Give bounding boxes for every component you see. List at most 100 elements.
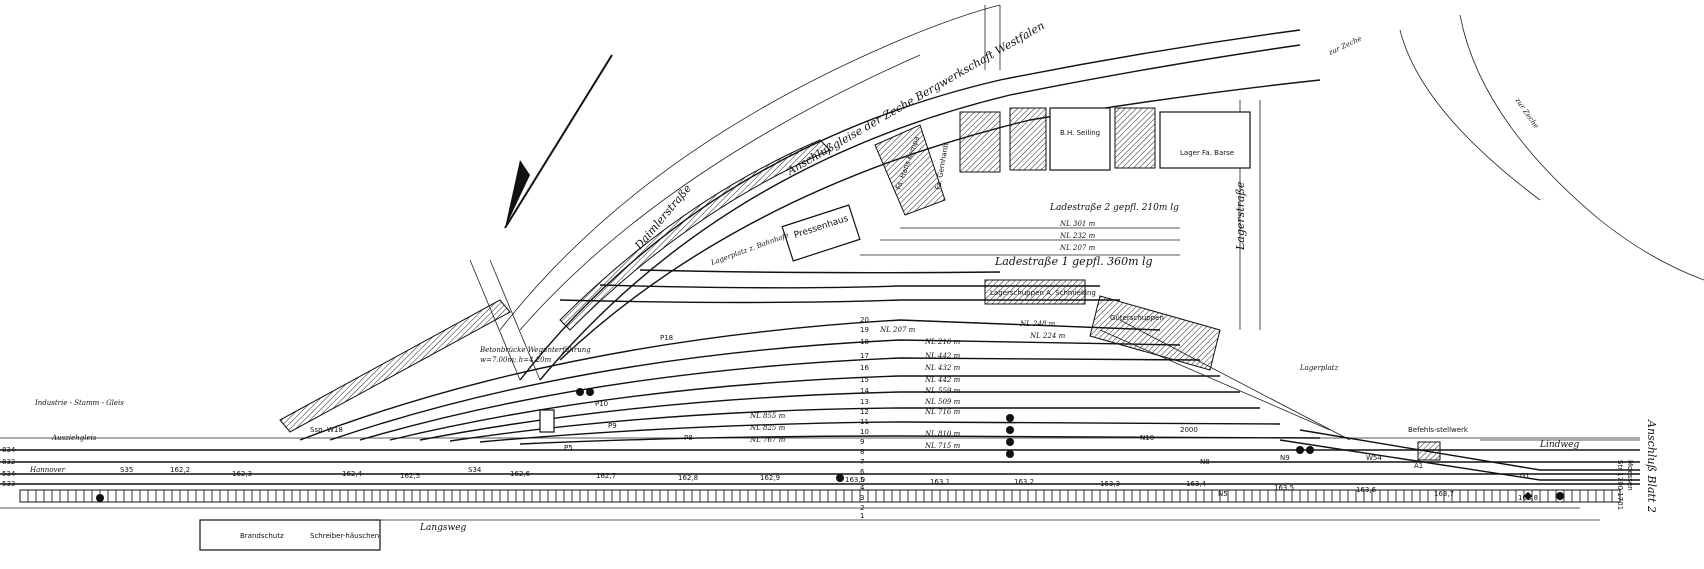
marker-p10: P10 [595, 400, 608, 408]
brandschutz-shed [199, 519, 381, 551]
area-seiling: B.H. Seiling [1060, 129, 1100, 137]
streets [200, 5, 1704, 521]
track-number: 9 [860, 438, 864, 446]
marker-s35: S35 [120, 466, 133, 474]
margin-number: 534 [2, 470, 16, 478]
lagerschuppen-building [984, 279, 1086, 305]
track-number: 3 [860, 494, 864, 502]
street-langsweg: Langsweg [419, 523, 467, 533]
area-ausziehgleis: Ausziehgleis [51, 434, 97, 442]
pressenhaus-building [781, 204, 861, 262]
area-brandschutz: Brandschutz [240, 532, 284, 540]
signal-icon [1523, 491, 1533, 501]
area-industrie-gleis: Industrie - Stamm - Gleis [34, 399, 124, 407]
marker-n5: N5 [1218, 490, 1228, 498]
signal-icon [836, 474, 844, 482]
street-lager: Lagerstraße [1234, 181, 1247, 251]
track-length: NL 432 m [924, 364, 961, 372]
guterschuppen-building [1089, 295, 1221, 371]
track-length: NL 559 m [924, 387, 961, 395]
track-lengths: NL 207 m NL 216 m NL 442 m NL 432 m NL 4… [749, 220, 1096, 450]
track-number: 2 [860, 504, 864, 512]
area-ladestrasse-1: Ladestraße 1 gepfl. 360m lg [994, 255, 1153, 268]
track-length: NL 232 m [1059, 232, 1096, 240]
marker-2000: 2000 [1180, 426, 1198, 434]
area-lager-barse: Lager Fa. Barse [1180, 149, 1234, 157]
track-number: 18 [860, 338, 869, 346]
track-number: 15 [860, 376, 869, 384]
km-post: 162,9 [760, 474, 780, 482]
track-numbers: 20 19 18 17 16 15 14 13 12 11 10 9 8 7 6… [860, 316, 869, 520]
track-length: NL 716 m [924, 408, 961, 416]
km-post: 162,6 [510, 470, 531, 478]
warehouse-row [959, 107, 1251, 173]
km-post: 162,8 [678, 474, 698, 482]
marker-w54: W54 [1366, 454, 1382, 462]
signal-icon [1006, 438, 1014, 446]
track-number: 14 [860, 387, 869, 395]
marker-n8: N8 [1200, 458, 1210, 466]
km-post: 163,4 [1186, 480, 1207, 488]
marker-n9: N9 [1280, 454, 1290, 462]
track-number: 20 [860, 316, 869, 324]
track-length: NL 509 m [924, 398, 961, 406]
signal-icon [1006, 450, 1014, 458]
markers: N10 N9 N8 N5 W54 Ssp. W18 P5 P8 P9 P10 P… [120, 334, 1530, 498]
area-guterschuppen: Güterschuppen [1110, 314, 1164, 322]
track-number: 5 [860, 476, 864, 484]
km-post: 163,8 [1518, 494, 1538, 502]
track-length: NL 442 m [924, 376, 961, 384]
margin-number: 834 [2, 446, 16, 454]
km-post: 163,3 [1100, 480, 1120, 488]
area-lagerplatz-bahnhof: Lagerplatz z. Bahnhofe [709, 231, 790, 267]
track-number: 10 [860, 428, 869, 436]
track-length: NL 767 m [749, 436, 786, 444]
track-number: 12 [860, 408, 869, 416]
track-length: NL 207 m [1059, 244, 1096, 252]
area-richtung-hannover: Hannover [29, 466, 66, 474]
marker-g1: G1 [1520, 472, 1530, 480]
signal-icon [576, 388, 584, 396]
marker-p9: P9 [608, 422, 617, 430]
km-post: 162,3 [232, 470, 252, 478]
km-post: 163,1 [930, 478, 950, 486]
track-number: 19 [860, 326, 869, 334]
margin-number: 832 [2, 458, 15, 466]
marker-p18: P18 [660, 334, 673, 342]
marker-n10: N10 [1140, 434, 1154, 442]
signal-icon [1006, 414, 1014, 422]
km-post: 162,2 [170, 466, 190, 474]
track-length: NL 301 m [1059, 220, 1096, 228]
sheet-edge-note-2: Moessen [1626, 460, 1634, 491]
street-zur-zeche-2: zur Zeche [1513, 96, 1540, 130]
sheet-edge-note-1: Str 1700 1701 [1616, 460, 1624, 510]
signal-icon [1556, 492, 1564, 500]
area-betonbruecke-dims: w=7.00m; h=4.20m [480, 356, 552, 364]
track-number: 16 [860, 364, 869, 372]
area-befehlsstellwerk: Befehls-stellwerk [1408, 426, 1469, 434]
sheet-title: Anschluß Blatt 2 [1645, 419, 1658, 513]
margin-number: 533 [2, 480, 15, 488]
track-number: 6 [860, 468, 865, 476]
track-number: 1 [860, 512, 864, 520]
track-length: NL 442 m [924, 352, 961, 360]
anschluss-curves [279, 4, 1321, 433]
track-length: NL 825 m [749, 424, 786, 432]
area-schreiberhauschen: Schreiber-häuschen [310, 532, 379, 540]
signal-icon [1306, 446, 1314, 454]
km-post: 163,5 [1274, 484, 1294, 492]
km-post: 162,4 [342, 470, 363, 478]
area-gernhardt: Fa. Gernhardt [934, 142, 950, 191]
track-number: 11 [860, 418, 869, 426]
buildings [199, 107, 1441, 551]
street-zur-zeche-1: zur Zeche [1327, 35, 1363, 58]
signals [96, 388, 1564, 502]
signal-icon [586, 388, 594, 396]
area-lagerplatz: Lagerplatz [1299, 364, 1338, 372]
km-post: 163,7 [1434, 490, 1454, 498]
km-post: 162,5 [400, 472, 420, 480]
kilometer-posts: 162,2 162,3 162,4 162,5 162,6 162,7 162,… [170, 466, 1538, 502]
track-number: 7 [860, 458, 864, 466]
street-lindweg: Lindweg [1539, 440, 1579, 450]
